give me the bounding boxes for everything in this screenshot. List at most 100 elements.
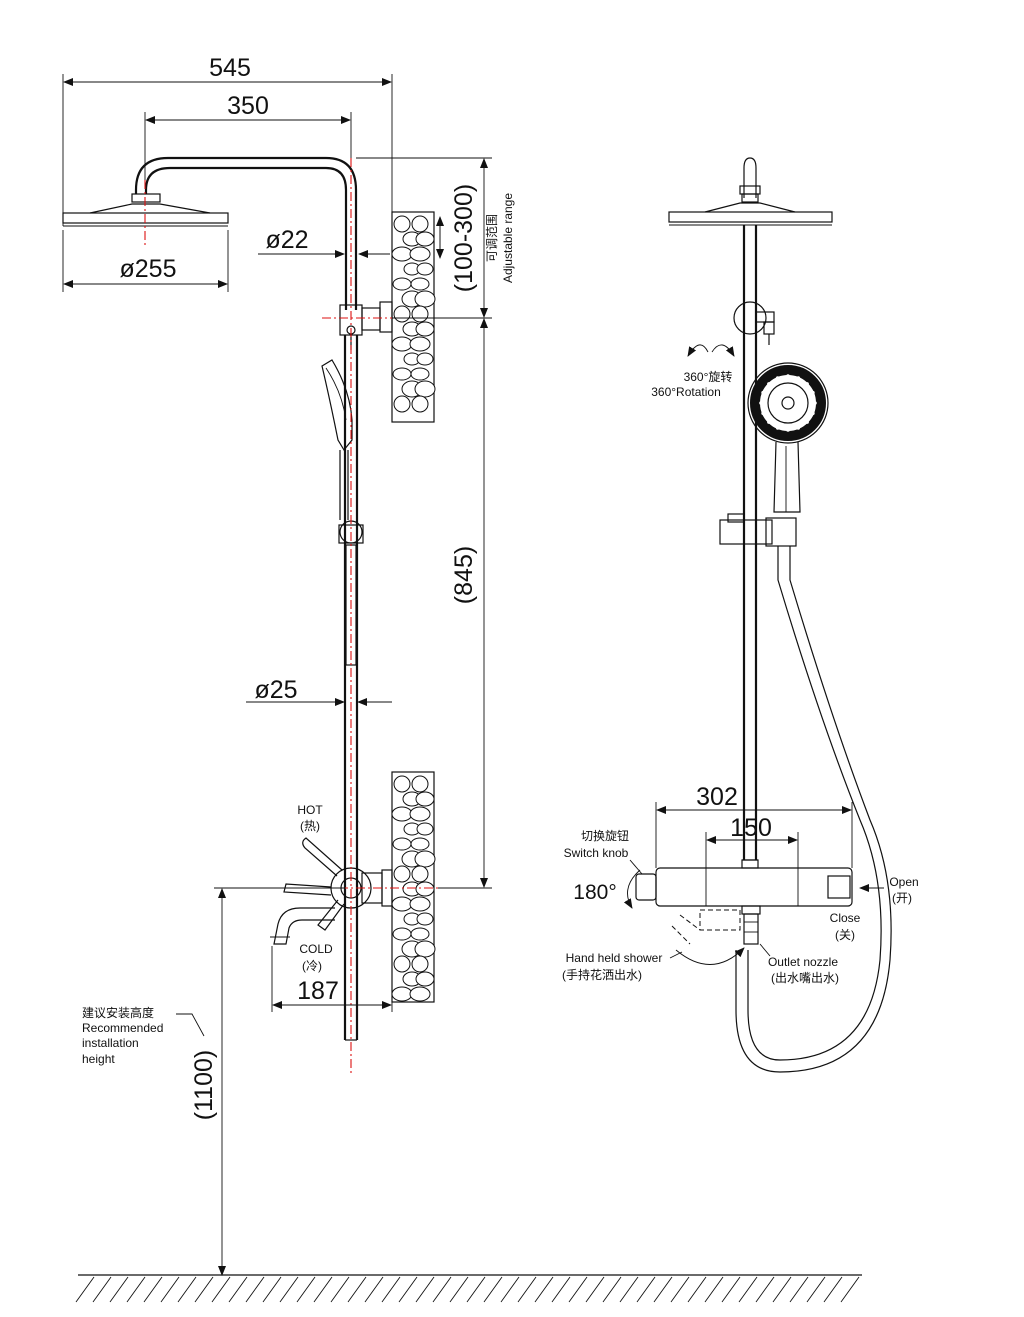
install-label-en-1: Recommended — [82, 1021, 163, 1035]
stone — [415, 881, 435, 897]
floor-hatch-line — [109, 1276, 129, 1303]
spray-nozzle — [796, 376, 801, 380]
dim-install-height: (1100) — [176, 887, 345, 1276]
cold-handle-position — [317, 899, 345, 931]
riser-front — [742, 225, 758, 860]
spray-nozzle — [811, 390, 815, 395]
upper-wall-section — [391, 211, 436, 423]
stone — [409, 246, 431, 262]
outlet-label-en: Outlet nozzle — [768, 955, 838, 969]
floor-hatch-line — [823, 1276, 843, 1303]
close-label: Close — [830, 911, 861, 925]
switch-knob-label-cn: 切换旋钮 — [581, 828, 629, 843]
install-label-en-2: installation — [82, 1036, 139, 1050]
dim-spout-length: 187 — [271, 946, 393, 1012]
stone — [409, 336, 431, 352]
spray-nozzle — [805, 420, 809, 424]
spray-nozzle — [796, 426, 801, 430]
stone — [414, 290, 436, 308]
close-label-cn: (关) — [835, 928, 855, 942]
hot-handle-position — [302, 837, 343, 877]
open-label-cn: (开) — [892, 891, 912, 905]
stone — [411, 955, 429, 973]
hot-label: HOT — [297, 803, 323, 817]
install-label-cn: 建议安装高度 — [82, 1005, 154, 1020]
dim-22-label: ø22 — [265, 226, 308, 254]
dim-845-label: (845) — [450, 546, 478, 604]
floor-hatch-line — [806, 1276, 826, 1303]
hose — [735, 546, 892, 1073]
stone — [393, 305, 411, 323]
spray-nozzle — [761, 390, 765, 395]
stone — [392, 367, 412, 381]
stone — [411, 305, 429, 323]
slide-holder-front — [719, 513, 797, 547]
dim-100-300-label: (100-300) — [450, 184, 478, 292]
mid-handle-position — [283, 883, 332, 896]
floor-hatch-line — [568, 1276, 588, 1303]
floor-hatch-line — [398, 1276, 418, 1303]
dim-overall-width: 545 — [62, 54, 393, 226]
floor-hatch-line — [721, 1276, 741, 1303]
spray-nozzle — [786, 428, 790, 432]
stone — [410, 367, 430, 381]
stone — [415, 231, 435, 247]
stone — [393, 395, 411, 413]
spray-nozzle — [761, 411, 765, 416]
dim-inlet-spacing: 150 — [705, 814, 799, 868]
rain-head-front — [668, 202, 833, 226]
stone — [392, 927, 412, 941]
dim-187-label: 187 — [297, 977, 339, 1005]
floor-hatch-line — [483, 1276, 503, 1303]
stone — [415, 971, 435, 987]
stone — [391, 336, 413, 352]
dim-150-label: 150 — [730, 814, 772, 842]
floor-hatch-line — [687, 1276, 707, 1303]
floor-hatch-line — [415, 1276, 435, 1303]
dim-arm-length: 350 — [144, 92, 352, 180]
dim-head-diameter: ø255 — [62, 230, 229, 292]
stone — [411, 395, 429, 413]
stone — [391, 986, 413, 1002]
floor-line — [75, 1274, 862, 1303]
floor-hatch-line — [160, 1276, 180, 1303]
open-label: Open — [889, 875, 918, 889]
stone — [410, 837, 430, 851]
floor-hatch-line — [364, 1276, 384, 1303]
lower-wall-section — [391, 771, 436, 1003]
switch-knob — [635, 873, 657, 901]
floor-hatch-line — [551, 1276, 571, 1303]
stone — [415, 321, 435, 337]
floor-hatch-line — [619, 1276, 639, 1303]
stone — [391, 896, 413, 912]
riser-diverter — [733, 301, 775, 345]
floor-hatch-line — [534, 1276, 554, 1303]
front-view: 360°旋转 360°Rotation — [562, 157, 919, 1073]
top-connector — [739, 157, 761, 203]
spray-nozzle — [775, 376, 780, 380]
stone — [391, 246, 413, 262]
stone — [414, 850, 436, 868]
floor-hatch-line — [738, 1276, 758, 1303]
cold-label: COLD — [299, 942, 333, 956]
install-label-en-3: height — [82, 1052, 115, 1066]
adjustable-label-en: Adjustable range — [501, 193, 515, 283]
slide-holder — [338, 520, 364, 666]
stone — [410, 927, 430, 941]
floor-hatch-line — [313, 1276, 333, 1303]
upper-wall-bracket — [339, 301, 393, 350]
spray-nozzle — [786, 374, 790, 378]
stone — [392, 837, 412, 851]
rotation-label-cn: 360°旋转 — [684, 369, 733, 384]
stone — [416, 912, 434, 926]
spray-nozzle — [767, 420, 771, 424]
floor-hatch-line — [143, 1276, 163, 1303]
stone — [393, 955, 411, 973]
spray-nozzle — [775, 426, 780, 430]
floor-hatch-line — [585, 1276, 605, 1303]
spray-nozzle — [767, 382, 771, 386]
floor-hatch-line — [126, 1276, 146, 1303]
stone — [391, 806, 413, 822]
spray-nozzle — [811, 411, 815, 416]
side-view: 545 350 ø255 ø22 (100-300) — [62, 54, 862, 1303]
